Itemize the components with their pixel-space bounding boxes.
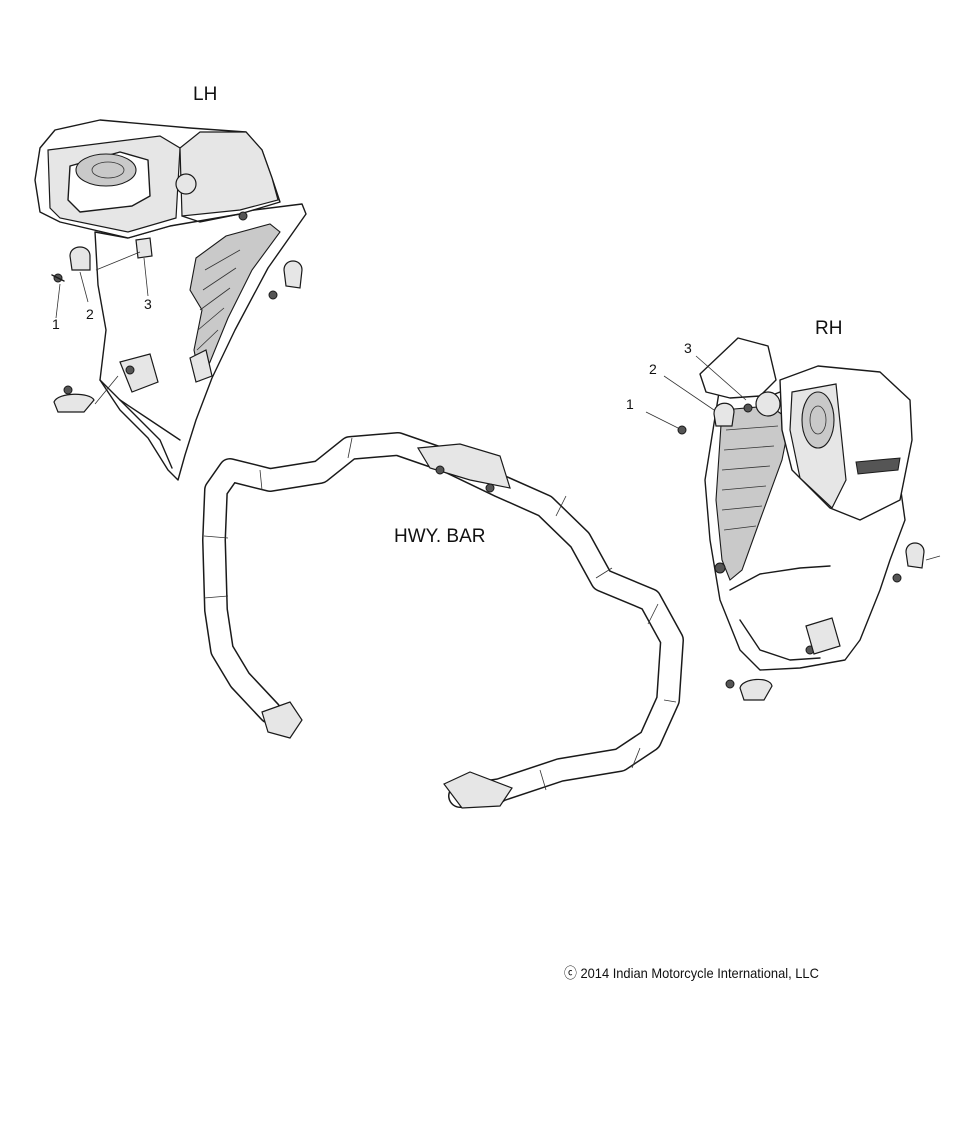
hwy-bar-label: HWY. BAR	[394, 526, 486, 547]
rh-lower-fairing	[699, 337, 913, 671]
lh-callout-2: 2	[86, 306, 94, 322]
lh-lower-fairing	[34, 119, 307, 481]
lh-callout-3: 3	[144, 296, 152, 312]
highway-bar	[202, 432, 684, 809]
rh-callout-3: 3	[684, 340, 692, 356]
copyright-text: ⓒ 2014 Indian Motorcycle International, …	[564, 965, 819, 981]
rh-label: RH	[815, 318, 843, 339]
rh-hardware	[645, 355, 941, 701]
rh-callout-1: 1	[626, 396, 634, 412]
lh-callout-1: 1	[52, 316, 60, 332]
lh-label: LH	[193, 84, 218, 105]
lh-hardware	[51, 246, 303, 413]
rh-callout-2: 2	[649, 361, 657, 377]
